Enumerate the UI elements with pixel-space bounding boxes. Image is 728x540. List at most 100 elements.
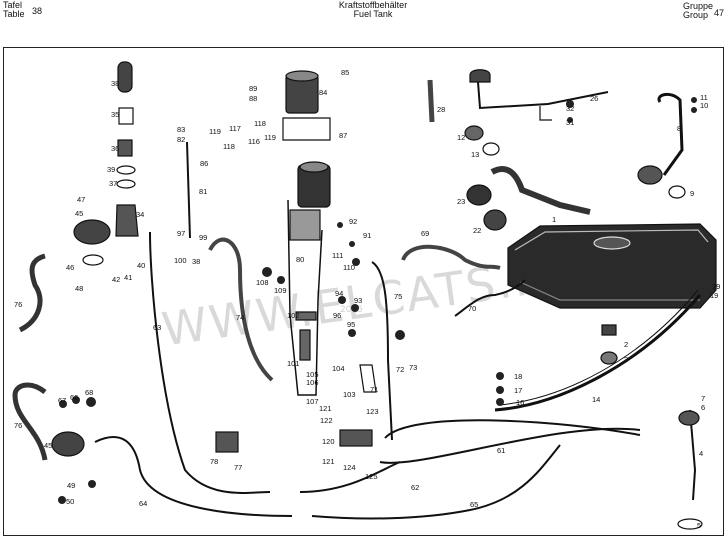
label-part-23: 23 (457, 197, 465, 206)
watermark-year: 2005 (340, 305, 363, 315)
label-part-76b: 76 (14, 421, 22, 430)
label-part-83: 83 (177, 125, 185, 134)
filter-38 (117, 61, 133, 93)
label-part-14: 14 (592, 395, 600, 404)
ring-39 (116, 165, 136, 175)
group-label: Gruppe Group (683, 2, 713, 20)
table-number: 38 (32, 6, 43, 16)
label-part-19b: 19 (710, 291, 718, 300)
hose-76-bottom (12, 382, 48, 461)
label-part-5: 5 (697, 521, 701, 530)
label-part-4: 4 (699, 449, 703, 458)
fitting-72 (395, 330, 405, 340)
washer-17 (496, 386, 504, 394)
line-64 (94, 436, 293, 517)
label-part-80: 80 (296, 255, 304, 264)
label-part-97: 97 (177, 229, 185, 238)
label-part-13: 13 (471, 150, 479, 159)
label-part-69: 69 (421, 229, 429, 238)
label-part-94: 94 (335, 289, 343, 298)
label-part-49: 49 (67, 481, 75, 490)
hose-28 (427, 79, 435, 123)
label-part-7: 7 (701, 394, 705, 403)
label-part-3: 3 (624, 355, 628, 364)
label-part-38a: 38 (111, 79, 119, 88)
label-part-48: 48 (75, 284, 83, 293)
pump-45-top (73, 219, 111, 245)
line-63 (149, 231, 271, 494)
label-part-63: 63 (153, 323, 161, 332)
label-part-74: 74 (236, 313, 244, 322)
float-8 (637, 165, 663, 185)
label-part-42: 42 (112, 275, 120, 284)
filler-cap (469, 69, 491, 83)
label-part-34: 34 (136, 210, 144, 219)
label-part-81: 81 (199, 187, 207, 196)
label-part-78: 78 (210, 457, 218, 466)
label-part-36: 36 (111, 144, 119, 153)
label-part-38b: 38 (192, 257, 200, 266)
label-part-39: 39 (107, 165, 115, 174)
label-part-99: 99 (199, 233, 207, 242)
label-part-40: 40 (137, 261, 145, 270)
label-part-11: 11 (700, 93, 708, 102)
label-part-76a: 76 (14, 300, 22, 309)
nut-49 (88, 480, 96, 488)
washer-10 (691, 107, 697, 113)
bowl-36 (117, 139, 133, 157)
element-35 (118, 107, 134, 125)
label-part-9: 9 (690, 189, 694, 198)
label-part-120: 120 (322, 437, 335, 446)
hose-76-top (18, 253, 46, 333)
label-part-1: 1 (552, 215, 556, 224)
label-part-47: 47 (77, 195, 85, 204)
nut-18 (496, 372, 504, 380)
seal-23 (466, 184, 492, 206)
rod-81 (186, 141, 191, 239)
washer-92 (337, 222, 343, 228)
label-part-87: 87 (339, 131, 347, 140)
label-part-68: 68 (85, 388, 93, 397)
label-part-124: 124 (343, 463, 356, 472)
label-part-73: 73 (409, 363, 417, 372)
group-label-en: Group (683, 10, 709, 20)
washer-67 (59, 400, 67, 408)
label-part-65: 65 (470, 500, 478, 509)
seal-22 (483, 209, 507, 231)
label-part-119a: 119 (209, 127, 221, 136)
hose-69 (401, 244, 501, 270)
label-part-8: 8 (677, 124, 681, 133)
label-part-12: 12 (457, 133, 465, 142)
label-part-17: 17 (514, 386, 522, 395)
fitting-108 (262, 267, 272, 277)
fitting-95 (348, 329, 356, 337)
label-part-123: 123 (366, 407, 379, 416)
filler-neck (490, 166, 591, 215)
label-part-67: 67 (58, 396, 66, 405)
bracket-26 (477, 81, 609, 110)
label-part-19a: 19 (712, 282, 720, 291)
ring-13 (482, 142, 500, 156)
fuel-pump-assembly (287, 161, 331, 396)
label-part-70: 70 (468, 304, 476, 313)
label-part-77: 77 (234, 463, 242, 472)
label-part-31: 31 (566, 118, 574, 127)
label-part-37: 37 (109, 179, 117, 188)
fitting-68 (86, 397, 96, 407)
label-part-88: 88 (249, 94, 257, 103)
label-part-119b: 119 (264, 133, 276, 142)
label-part-92: 92 (349, 217, 357, 226)
label-part-6: 6 (701, 403, 705, 412)
bracket-77 (215, 431, 239, 453)
label-part-71: 71 (370, 385, 378, 394)
bolt-32 (566, 100, 574, 108)
label-part-121b: 121 (322, 457, 335, 466)
label-part-22: 22 (473, 226, 481, 235)
bracket-foot (539, 106, 552, 121)
diagram-frame (3, 47, 724, 536)
bracket-71 (359, 364, 377, 393)
label-part-96: 96 (333, 311, 341, 320)
fitting-94 (338, 296, 346, 304)
table-label: Tafel Table (3, 1, 25, 19)
group-number: 47 (714, 8, 725, 18)
